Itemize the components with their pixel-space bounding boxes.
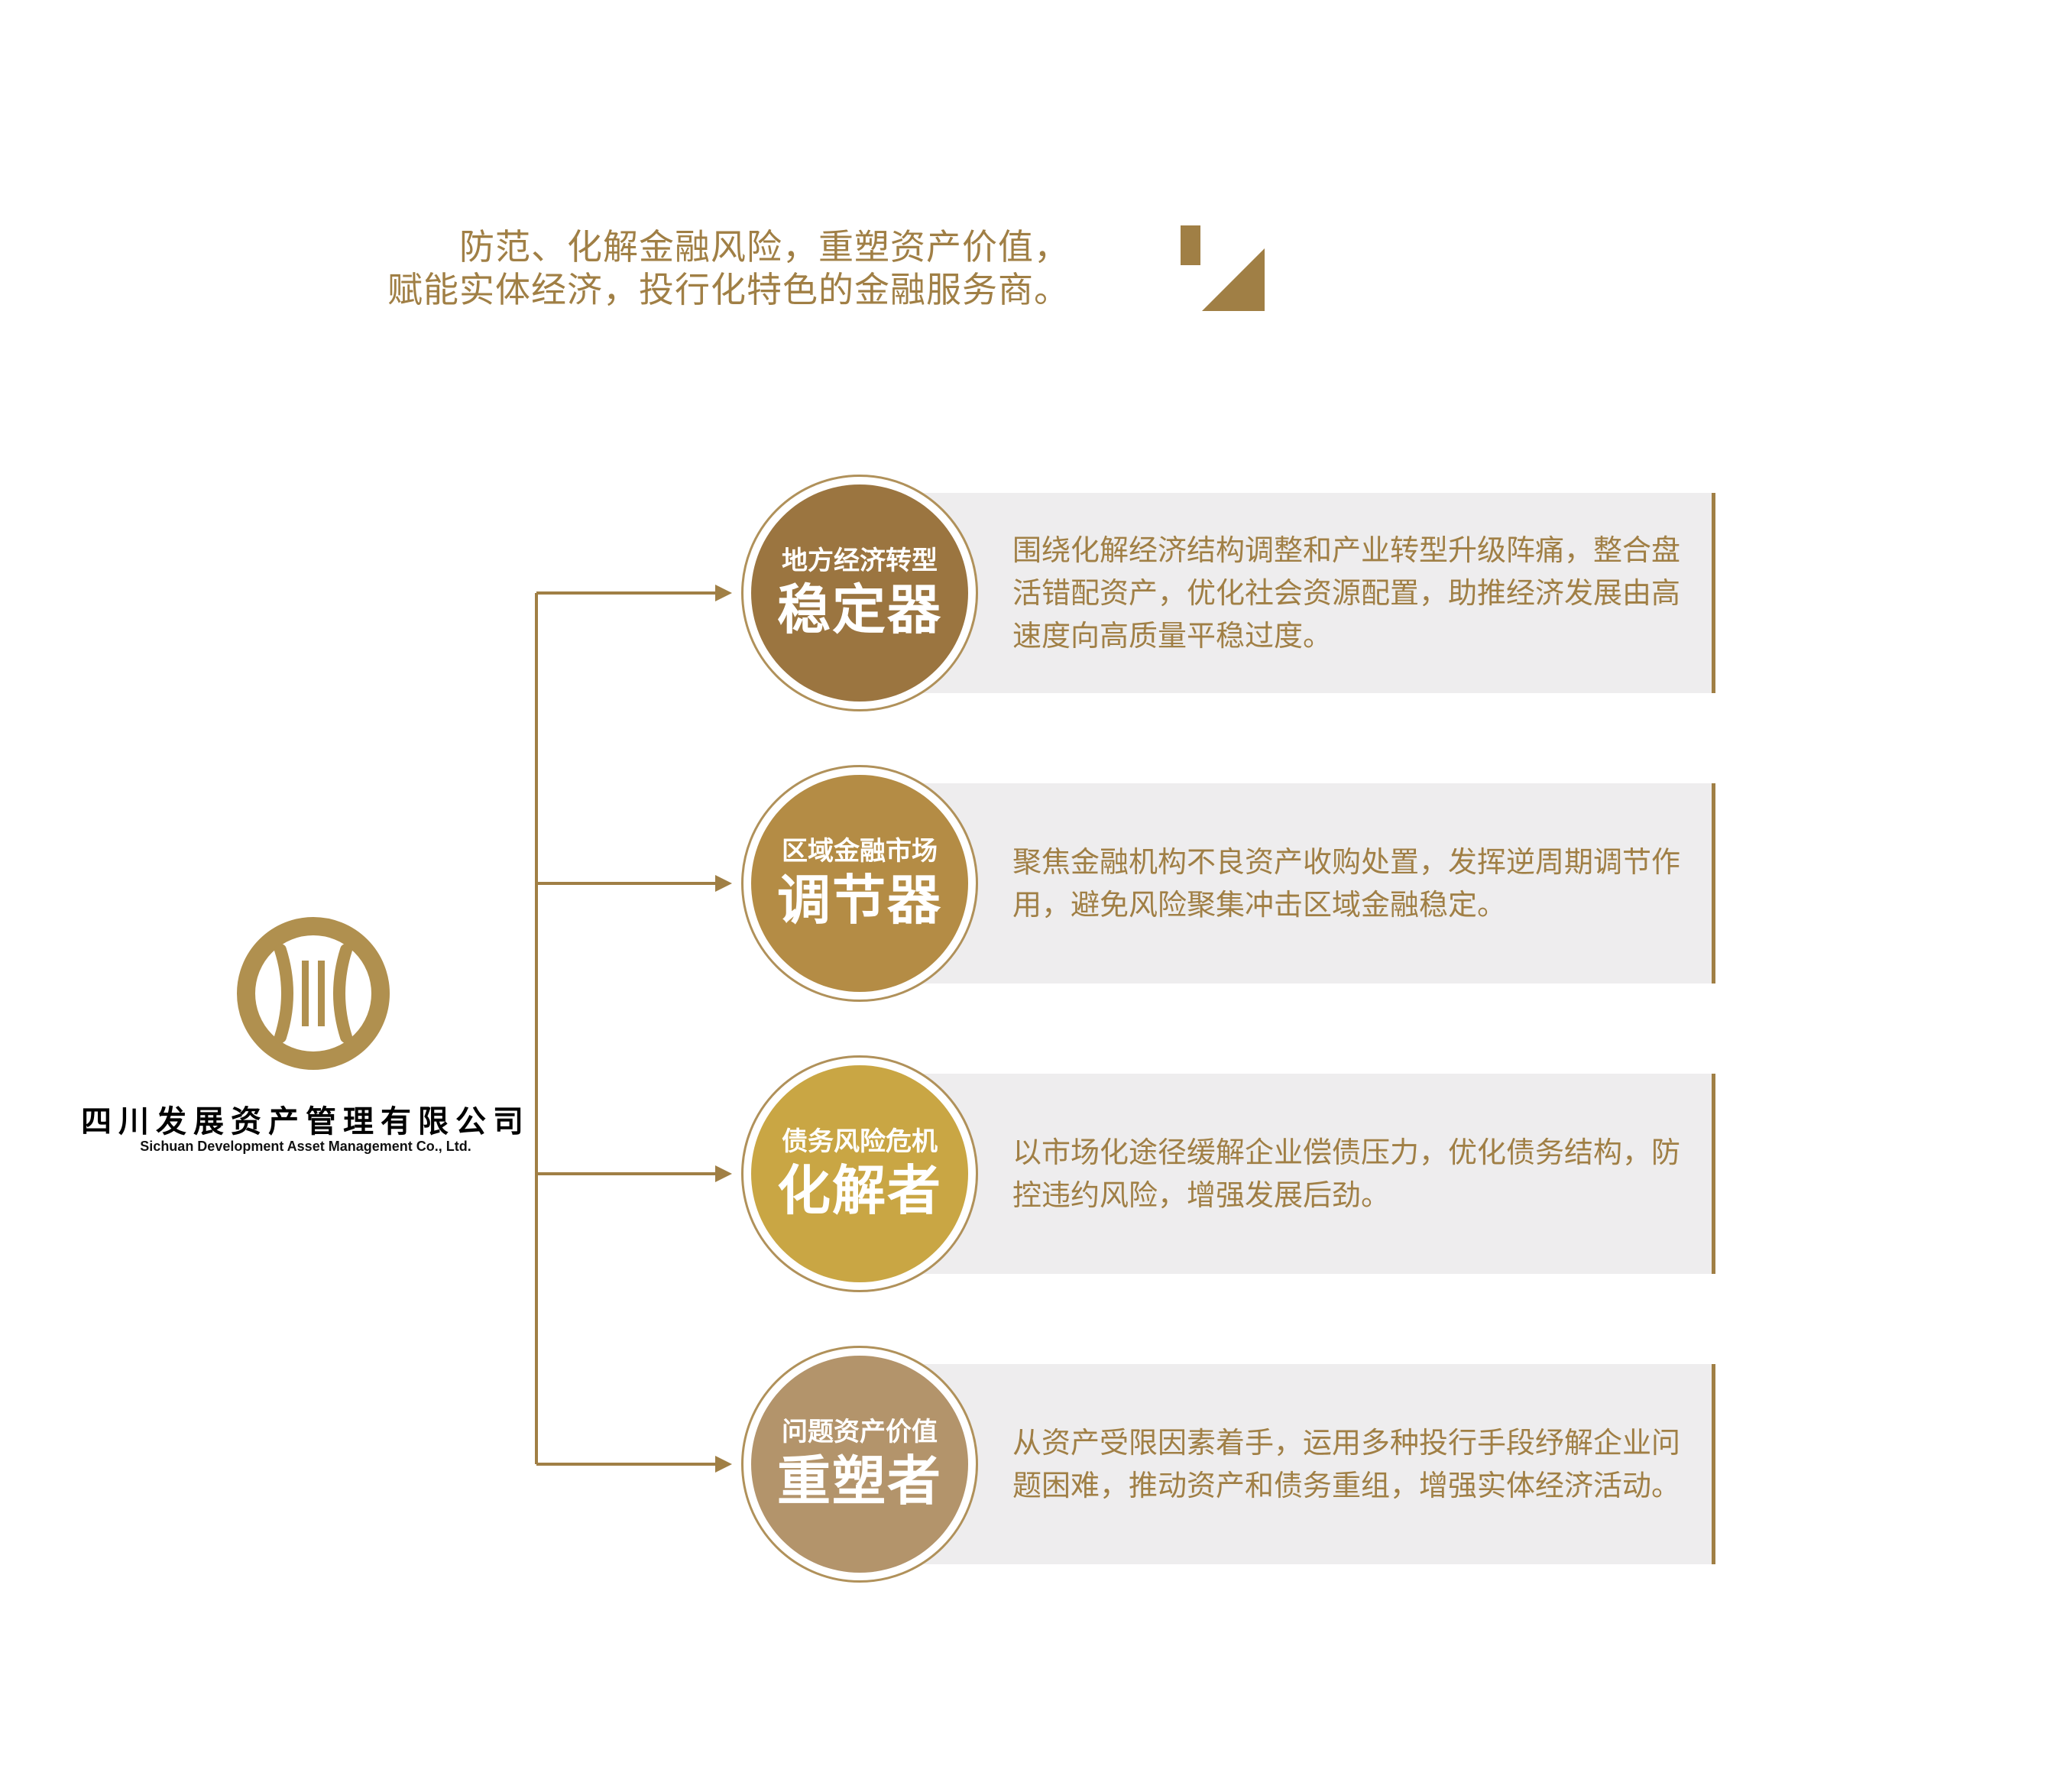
- role-panel-3: 以市场化途径缓解企业偿债压力，优化债务结构，防控违约风险，增强发展后劲。: [921, 1074, 1715, 1274]
- role-title: 化解者: [777, 1159, 942, 1222]
- company-logo-icon: [237, 917, 390, 1070]
- company-name-cn: 四川发展资产管理有限公司: [81, 1103, 530, 1139]
- arrow-icon: [715, 1165, 732, 1182]
- corner-decoration-icon: [1181, 225, 1265, 311]
- arrow-icon: [715, 875, 732, 892]
- role-badge-fill: 地方经济转型 稳定器: [751, 484, 968, 702]
- role-panel-1: 围绕化解经济结构调整和产业转型升级阵痛，整合盘活错配资产，优化社会资源配置，助推…: [921, 493, 1715, 693]
- role-subtitle: 区域金融市场: [782, 836, 938, 867]
- role-subtitle: 地方经济转型: [782, 546, 938, 576]
- role-title: 调节器: [777, 869, 942, 932]
- role-panel-4: 从资产受限因素着手，运用多种投行手段纾解企业问题困难，推动资产和债务重组，增强实…: [921, 1364, 1715, 1564]
- role-panel-2: 聚焦金融机构不良资产收购处置，发挥逆周期调节作用，避免风险聚集冲击区域金融稳定。: [921, 783, 1715, 983]
- slogan-line-2: 赋能实体经济，投行化特色的金融服务商。: [387, 269, 1070, 310]
- role-description: 以市场化途径缓解企业偿债压力，优化债务结构，防控违约风险，增强发展后劲。: [1012, 1136, 1681, 1212]
- slogan-line-1: 防范、化解金融风险，重塑资产价值，: [459, 226, 1070, 267]
- role-badge-2: 区域金融市场 调节器: [741, 765, 978, 1002]
- role-description: 聚焦金融机构不良资产收购处置，发挥逆周期调节作用，避免风险聚集冲击区域金融稳定。: [1012, 845, 1681, 922]
- arrow-icon: [715, 1456, 732, 1473]
- role-badge-fill: 区域金融市场 调节器: [751, 775, 968, 992]
- role-badge-3: 债务风险危机 化解者: [741, 1055, 978, 1292]
- company-name-en: Sichuan Development Asset Management Co.…: [140, 1139, 471, 1154]
- role-badge-4: 问题资产价值 重塑者: [741, 1346, 978, 1583]
- company-logo: 四川发展资产管理有限公司 Sichuan Development Asset M…: [76, 913, 535, 1165]
- role-title: 重塑者: [777, 1450, 942, 1512]
- role-subtitle: 债务风险危机: [782, 1126, 938, 1157]
- role-title: 稳定器: [777, 578, 942, 641]
- role-description: 围绕化解经济结构调整和产业转型升级阵痛，整合盘活错配资产，优化社会资源配置，助推…: [1012, 533, 1681, 653]
- role-badge-fill: 问题资产价值 重塑者: [751, 1356, 968, 1573]
- role-badge-fill: 债务风险危机 化解者: [751, 1065, 968, 1282]
- role-badge-1: 地方经济转型 稳定器: [741, 475, 978, 711]
- slogan: 防范、化解金融风险，重塑资产价值， 赋能实体经济，投行化特色的金融服务商。: [229, 225, 1070, 311]
- arrow-icon: [715, 585, 732, 601]
- role-subtitle: 问题资产价值: [782, 1417, 938, 1447]
- role-description: 从资产受限因素着手，运用多种投行手段纾解企业问题困难，推动资产和债务重组，增强实…: [1012, 1426, 1681, 1502]
